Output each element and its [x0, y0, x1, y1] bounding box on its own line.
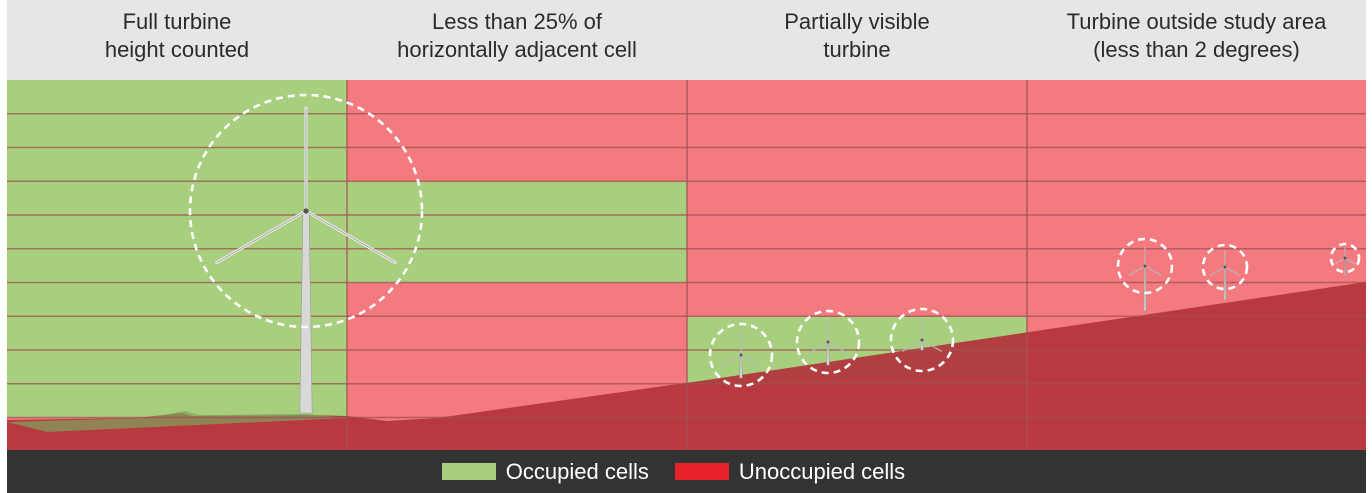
turbine-outside-3 [1329, 242, 1361, 277]
turbine-outside-1 [1116, 237, 1174, 312]
column-title-full-turbine: Full turbine height counted [104, 9, 250, 62]
occupied-cell [7, 282, 347, 317]
turbine-tower [826, 341, 830, 366]
occupied-cell [7, 350, 347, 385]
occupied-swatch [441, 463, 496, 480]
occupied-cell [7, 147, 347, 182]
occupied-cell [347, 181, 687, 216]
turbine-blade-edge [1129, 265, 1146, 276]
occupied-cell [7, 316, 347, 351]
column-title-partially-visible: Partially visible turbine [784, 9, 930, 62]
turbine-blade-edge [1336, 257, 1346, 264]
turbine-hub [826, 340, 830, 344]
rotor-sweep-circle [795, 309, 861, 375]
turbine-partial-3 [889, 307, 955, 373]
occupied-cell [347, 215, 687, 250]
occupied-label: Occupied cells [505, 458, 649, 484]
turbine-hub [303, 208, 309, 214]
turbine-partial-2 [795, 309, 861, 375]
turbine-blade-edge [216, 210, 307, 263]
turbine-outside-2 [1201, 243, 1249, 301]
rotor-sweep-circle [1329, 242, 1361, 274]
rotor-sweep-circle [1201, 243, 1249, 291]
occupied-cell [7, 80, 347, 115]
column-title-outside-study-area: Turbine outside study area (less than 2 … [1066, 9, 1327, 62]
rotor-sweep-circle [708, 322, 774, 388]
turbine-blade-edge [721, 354, 742, 367]
occupied-cell [7, 181, 347, 216]
turbine-blade-edge [1344, 257, 1354, 264]
turbine-hub [739, 353, 743, 357]
turbine-partial-1 [708, 322, 774, 388]
turbine-blade-edge [1144, 265, 1161, 276]
legend-unoccupied: Unoccupied cells [674, 458, 906, 485]
turbine-tower [739, 354, 743, 379]
turbine-blade-edge [808, 341, 829, 354]
turbines [188, 93, 1361, 414]
occupied-cell [7, 383, 347, 418]
cell-grid-diagram [7, 80, 1366, 450]
rotor-sweep-circle [889, 307, 955, 373]
turbine-blade-edge [1224, 266, 1240, 276]
turbine-full-height [188, 93, 424, 414]
turbine-hub [1223, 265, 1227, 269]
grass-ridge [7, 411, 347, 432]
turbine-blade-edge [305, 210, 396, 263]
turbine-tower [1223, 266, 1227, 301]
turbine-tower [1344, 257, 1346, 277]
turbine-blade-edge [902, 339, 923, 352]
occupied-cell [7, 113, 347, 148]
turbine-blade-edge [827, 341, 848, 354]
unoccupied-swatch [674, 463, 729, 480]
occupied-cell [347, 248, 687, 283]
turbine-tower [1143, 265, 1147, 312]
rotor-sweep-circle [1116, 237, 1174, 295]
legend-occupied: Occupied cells [441, 458, 649, 485]
column-title-less-than-25: Less than 25% of horizontally adjacent c… [397, 9, 637, 62]
rotor-sweep-circle [188, 93, 424, 329]
turbine-hub [920, 338, 924, 342]
turbine-blade-edge [1210, 266, 1226, 276]
occupied-cell [7, 215, 347, 250]
occupied-cell [7, 248, 347, 283]
grid-lines [7, 80, 1366, 450]
column-header-bar: Full turbine height counted Less than 25… [7, 0, 1366, 80]
turbine-blade-edge [921, 339, 942, 352]
turbine-hub [1143, 264, 1147, 268]
legend: Occupied cells Unoccupied cells [7, 450, 1366, 493]
turbine-blade-edge [740, 354, 761, 367]
unoccupied-label: Unoccupied cells [738, 458, 906, 484]
turbine-hub [1343, 256, 1347, 260]
